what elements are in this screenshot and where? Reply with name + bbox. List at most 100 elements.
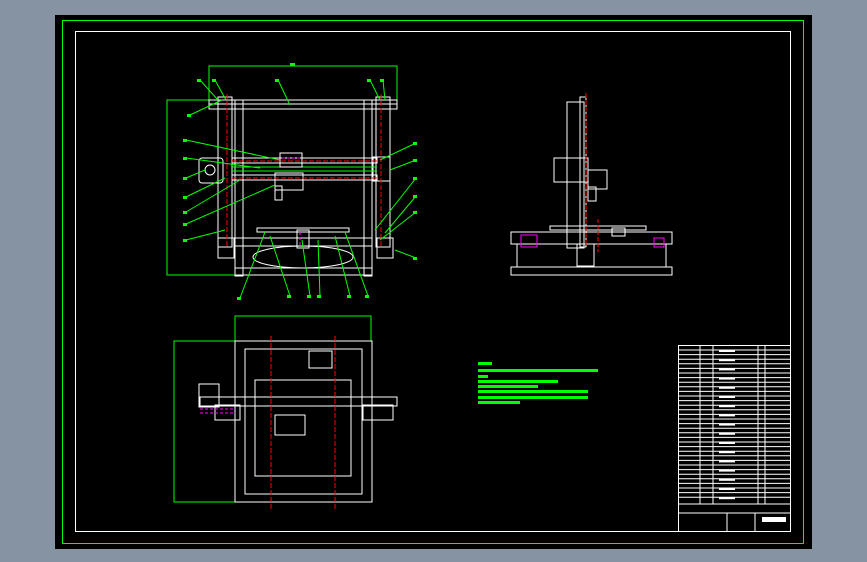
balloon-label — [212, 79, 216, 82]
balloon-label — [287, 295, 291, 298]
leader-line — [185, 177, 226, 198]
title-cell-text — [719, 488, 735, 490]
title-cell-text — [719, 432, 735, 435]
balloon-label — [365, 295, 369, 298]
balloon-label — [183, 239, 187, 242]
technical-notes — [478, 362, 598, 404]
balloon-label — [413, 195, 417, 198]
balloon-label — [413, 257, 417, 260]
top-frame-inner — [244, 348, 363, 495]
dimension-height — [166, 99, 236, 276]
title-cell-text — [719, 350, 735, 352]
balloon-label — [307, 295, 311, 298]
balloon-label — [413, 142, 417, 145]
top-left-motor — [198, 383, 220, 408]
leader-line — [185, 184, 276, 225]
leader-line — [185, 169, 206, 179]
leader-line — [374, 177, 417, 231]
side-toolhead-bracket — [587, 169, 608, 190]
balloon-label — [380, 79, 384, 82]
leader-line — [334, 235, 351, 297]
note-line — [478, 385, 538, 388]
leader-line — [199, 79, 219, 101]
leader-line — [239, 231, 266, 299]
balloon-label — [237, 297, 241, 300]
right-foot — [376, 237, 394, 259]
title-cell-text — [719, 396, 735, 398]
top-plate — [254, 379, 352, 477]
title-cell-text — [719, 377, 735, 380]
leader-line — [269, 235, 291, 297]
leader-line — [389, 159, 417, 171]
note-line — [478, 380, 558, 383]
leader-line — [379, 142, 417, 161]
carriage-plate — [274, 172, 304, 191]
dimension-width — [208, 65, 398, 100]
balloon-label — [413, 211, 417, 214]
title-cell-text — [719, 469, 735, 472]
top-beam — [199, 396, 398, 407]
balloon-label — [187, 114, 191, 117]
top-frame — [234, 340, 373, 503]
leader-line — [185, 139, 281, 161]
dimension-label — [290, 63, 295, 66]
title-cell-text — [719, 497, 735, 500]
left-foot — [217, 237, 235, 259]
top-view[interactable] — [173, 315, 398, 510]
title-block[interactable] — [678, 345, 791, 532]
leader-line — [394, 249, 417, 259]
note-line — [478, 362, 492, 365]
title-cell-text — [719, 405, 735, 408]
side-bracket — [611, 227, 626, 237]
leader-line — [384, 195, 417, 234]
dimension-top-width — [234, 315, 372, 341]
leader-line — [379, 211, 417, 241]
title-cell-text — [719, 368, 735, 371]
left-z-column — [217, 96, 233, 248]
side-base-bottom — [510, 266, 673, 276]
left-frame-post — [234, 99, 244, 277]
balloon-label — [183, 157, 187, 160]
balloon-label — [183, 223, 187, 226]
balloon-label — [317, 295, 321, 298]
side-column — [566, 101, 585, 249]
note-line — [478, 396, 588, 399]
leader-line — [317, 239, 321, 297]
note-line — [478, 375, 488, 378]
balloon-label — [183, 196, 187, 199]
leader-line — [189, 99, 223, 116]
title-cell-text — [719, 359, 735, 362]
leader-line — [344, 231, 369, 297]
balloon-label — [197, 79, 201, 82]
hidden-motor — [653, 237, 665, 248]
leader-line — [185, 179, 241, 213]
title-cell-text — [719, 442, 735, 444]
dimension-top-depth — [173, 340, 235, 503]
title-cell-text — [719, 423, 735, 426]
leader-line — [301, 239, 311, 297]
front-view[interactable] — [166, 63, 417, 300]
note-line — [478, 401, 520, 404]
sheet-outer-border — [62, 20, 804, 544]
leader-line — [369, 79, 381, 101]
leader-line — [214, 79, 227, 101]
drawing-area — [55, 15, 812, 549]
balloon-label — [183, 211, 187, 214]
note-line — [478, 390, 588, 393]
leader-line — [185, 229, 226, 241]
balloon-label — [183, 177, 187, 180]
leader-line — [382, 79, 386, 101]
title-cell-text — [719, 460, 735, 463]
right-frame-post — [363, 99, 373, 277]
tool-head — [274, 185, 283, 201]
title-cell-text — [719, 478, 735, 481]
bed — [256, 227, 350, 233]
drawing-title-text — [762, 517, 786, 522]
left-motor-mount — [198, 157, 224, 184]
side-view[interactable] — [510, 93, 673, 276]
balloon-label — [413, 159, 417, 162]
balloon-label — [347, 295, 351, 298]
note-line — [478, 369, 598, 372]
sheet-inner-border — [75, 31, 791, 532]
